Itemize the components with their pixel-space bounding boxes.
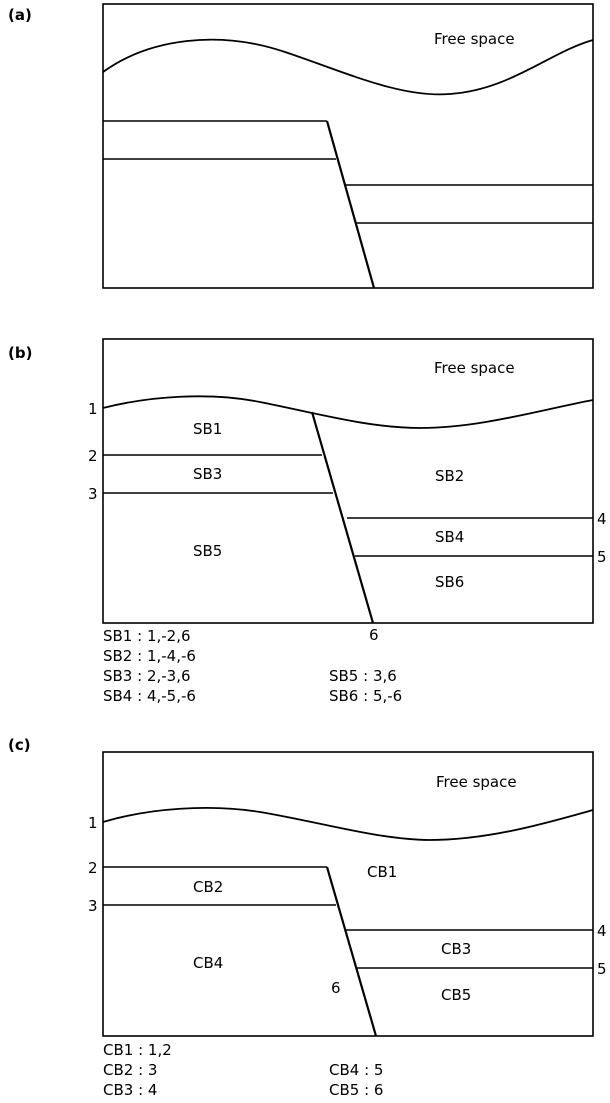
definition-cb3: CB3 : 4	[103, 1081, 157, 1099]
surface-number-6: 6	[331, 979, 341, 997]
surface-number-4: 4	[597, 922, 607, 940]
block-label-cb4: CB4	[193, 954, 223, 972]
panel-b-free-space-label: Free space	[434, 359, 515, 377]
definition-cb5: CB5 : 6	[329, 1081, 383, 1099]
ground-surface	[103, 396, 593, 428]
block-label-sb6: SB6	[435, 573, 464, 591]
fault-line	[327, 867, 376, 1036]
block-label-sb3: SB3	[193, 465, 222, 483]
panel-c-frame	[103, 752, 593, 1036]
definition-cb2: CB2 : 3	[103, 1061, 157, 1079]
surface-number-6: 6	[369, 626, 379, 644]
definition-cb4: CB4 : 5	[329, 1061, 383, 1079]
panel-c-letter: (c)	[8, 736, 31, 754]
surface-number-3: 3	[88, 897, 98, 915]
definition-sb4: SB4 : 4,-5,-6	[103, 687, 196, 705]
surface-number-2: 2	[88, 859, 98, 877]
definition-sb1: SB1 : 1,-2,6	[103, 627, 191, 645]
block-label-cb2: CB2	[193, 878, 223, 896]
block-label-cb3: CB3	[441, 940, 471, 958]
block-label-sb1: SB1	[193, 420, 222, 438]
fault-line	[327, 121, 374, 288]
surface-number-5: 5	[597, 548, 607, 566]
panel-c-free-space-label: Free space	[436, 773, 517, 791]
ground-surface	[103, 808, 593, 840]
block-label-sb5: SB5	[193, 542, 222, 560]
block-label-cb5: CB5	[441, 986, 471, 1004]
definition-cb1: CB1 : 1,2	[103, 1041, 172, 1059]
surface-number-5: 5	[597, 960, 607, 978]
block-label-sb2: SB2	[435, 467, 464, 485]
definition-sb3: SB3 : 2,-3,6	[103, 667, 191, 685]
ground-surface	[103, 40, 593, 95]
block-label-cb1: CB1	[367, 863, 397, 881]
surface-number-2: 2	[88, 447, 98, 465]
panel-a-letter: (a)	[8, 6, 32, 24]
panel-c: (c) Free space 1 2 3 4 5 6 CB1 CB2 CB3 C…	[8, 736, 607, 1099]
definition-sb2: SB2 : 1,-4,-6	[103, 647, 196, 665]
surface-number-4: 4	[597, 510, 607, 528]
block-label-sb4: SB4	[435, 528, 464, 546]
panel-a: (a) Free space	[8, 4, 593, 288]
surface-number-1: 1	[88, 814, 98, 832]
panel-b: (b) Free space 1 2 3 4 5 6 SB1 SB2 SB3 S…	[8, 339, 607, 705]
surface-number-1: 1	[88, 400, 98, 418]
panel-b-letter: (b)	[8, 344, 32, 362]
surface-number-3: 3	[88, 485, 98, 503]
panel-a-frame	[103, 4, 593, 288]
panel-b-frame	[103, 339, 593, 623]
panel-a-free-space-label: Free space	[434, 30, 515, 48]
definition-sb6: SB6 : 5,-6	[329, 687, 402, 705]
definition-sb5: SB5 : 3,6	[329, 667, 397, 685]
